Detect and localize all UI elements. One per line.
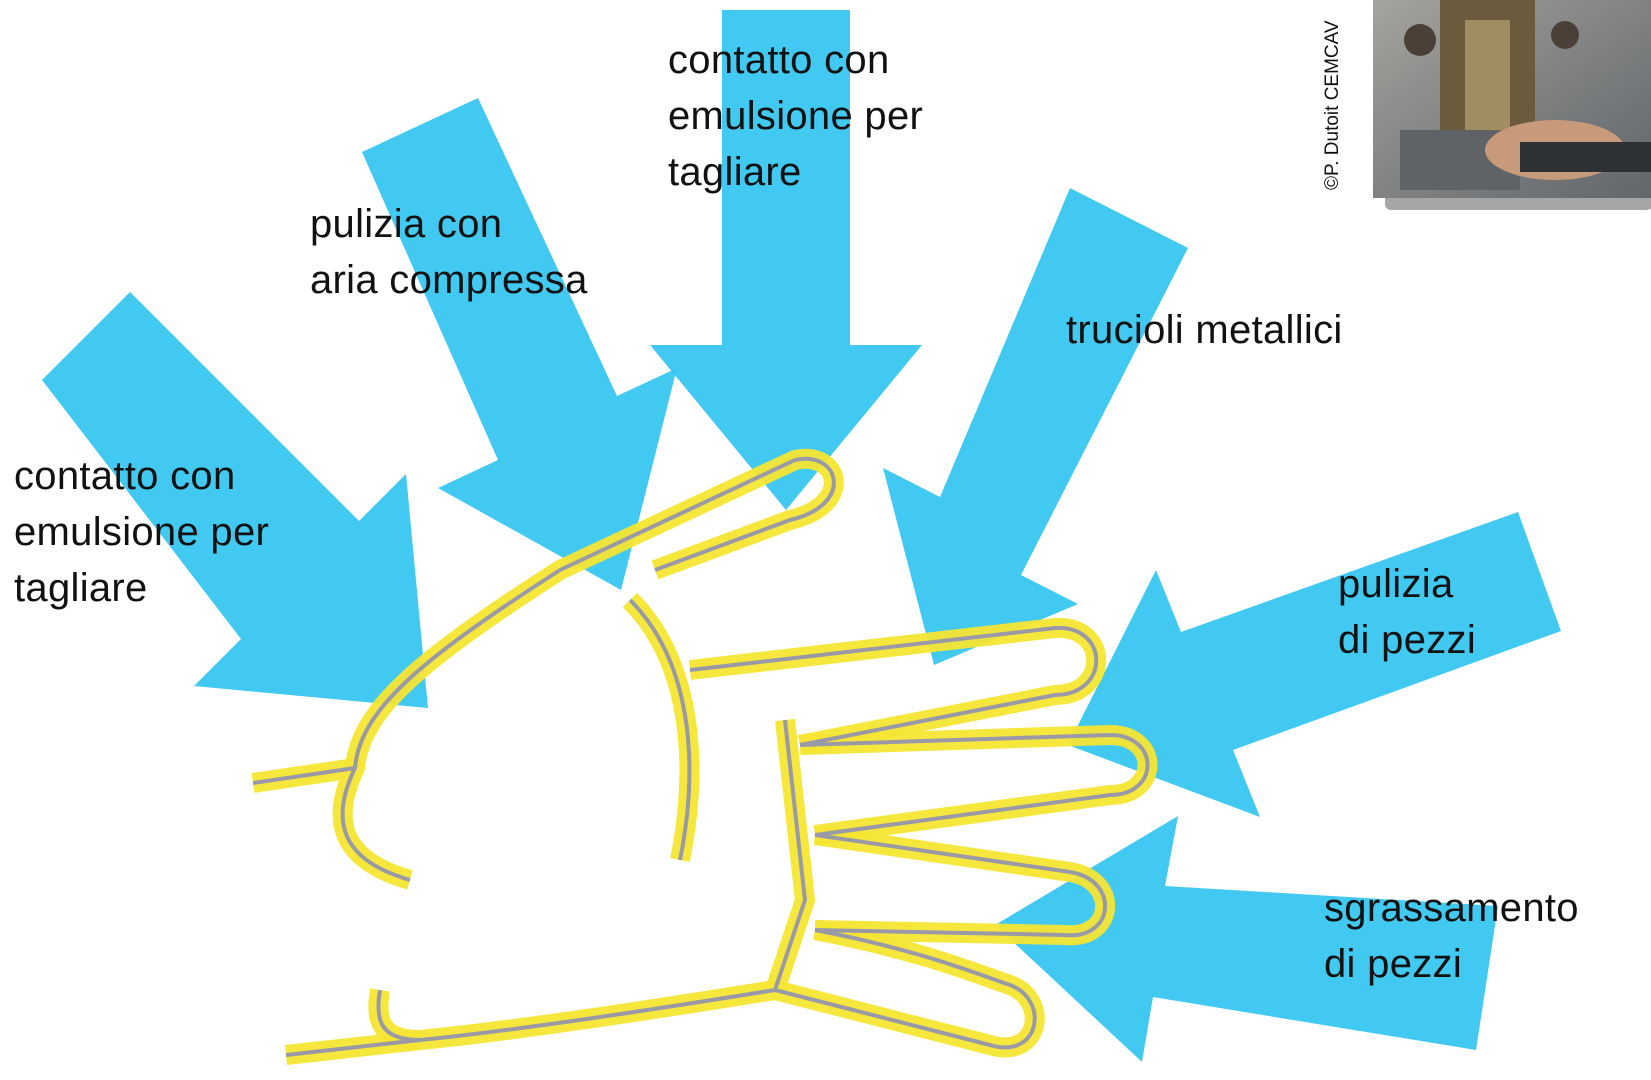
label-emulsion-left: contatto con emulsione per tagliare: [14, 454, 270, 610]
arrow-degreasing: [995, 816, 1498, 1062]
label-degreasing: sgrassamento di pezzi: [1324, 886, 1579, 986]
glove-center-line: [799, 733, 1150, 837]
arrow-compressed-air: [362, 98, 677, 590]
arrow-metal-chips: [883, 188, 1188, 665]
glove-center-line: [376, 988, 776, 1042]
photo-credit: ©P. Dutoit CEMCAV: [1318, 0, 1358, 190]
label-compressed-air: pulizia con aria compressa: [310, 202, 588, 302]
milling-machine-photo: [1373, 0, 1651, 210]
glove-center-line: [285, 1038, 421, 1057]
hazard-arrows: [42, 10, 1561, 1062]
glove-center-line: [628, 598, 692, 861]
glove-center-line: [773, 719, 807, 991]
glove-outline-segment: [772, 920, 1045, 1058]
label-emulsion-top: contatto con emulsione per tagliare: [668, 38, 924, 194]
label-metal-chips: trucioli metallici: [1066, 308, 1343, 352]
glove-center-line: [774, 928, 1037, 1050]
glove-center-line: [814, 833, 1108, 938]
arrow-parts-cleaning: [1068, 512, 1561, 817]
glove-center-line: [353, 456, 836, 769]
glove-center-line: [252, 766, 411, 882]
glove-outline: [251, 448, 1158, 1065]
glove-center-line: [689, 625, 1099, 747]
label-parts-cleaning: pulizia di pezzi: [1338, 562, 1477, 662]
glove-outline-segment: [251, 758, 413, 890]
arrow-emulsion-top: [650, 10, 922, 510]
photo-credit-text: ©P. Dutoit CEMCAV: [1322, 20, 1343, 190]
arrow-emulsion-left: [42, 292, 428, 708]
